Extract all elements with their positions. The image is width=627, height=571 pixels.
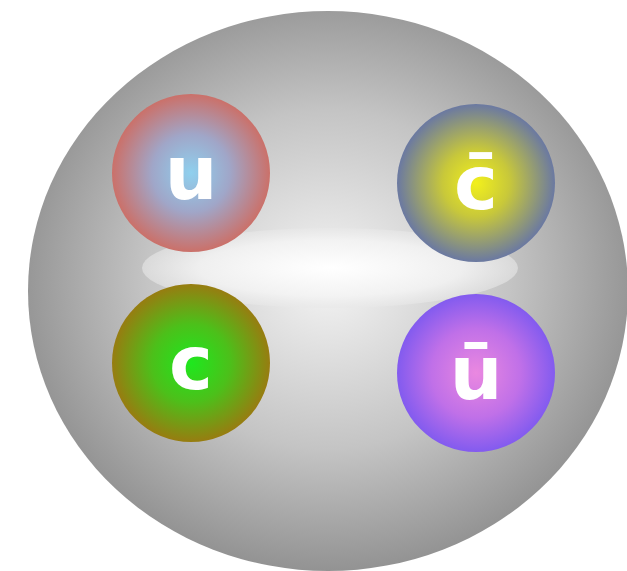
- quark-circle: u: [112, 94, 270, 252]
- quark-circle: c: [112, 284, 270, 442]
- quark-label: c: [169, 326, 213, 400]
- quark-label: u: [165, 136, 218, 210]
- quark-circle: ū: [397, 294, 555, 452]
- quark-label: ū: [450, 336, 503, 410]
- hadron-body: [28, 11, 627, 571]
- quark-label: c̄: [454, 146, 498, 220]
- quark-circle: c̄: [397, 104, 555, 262]
